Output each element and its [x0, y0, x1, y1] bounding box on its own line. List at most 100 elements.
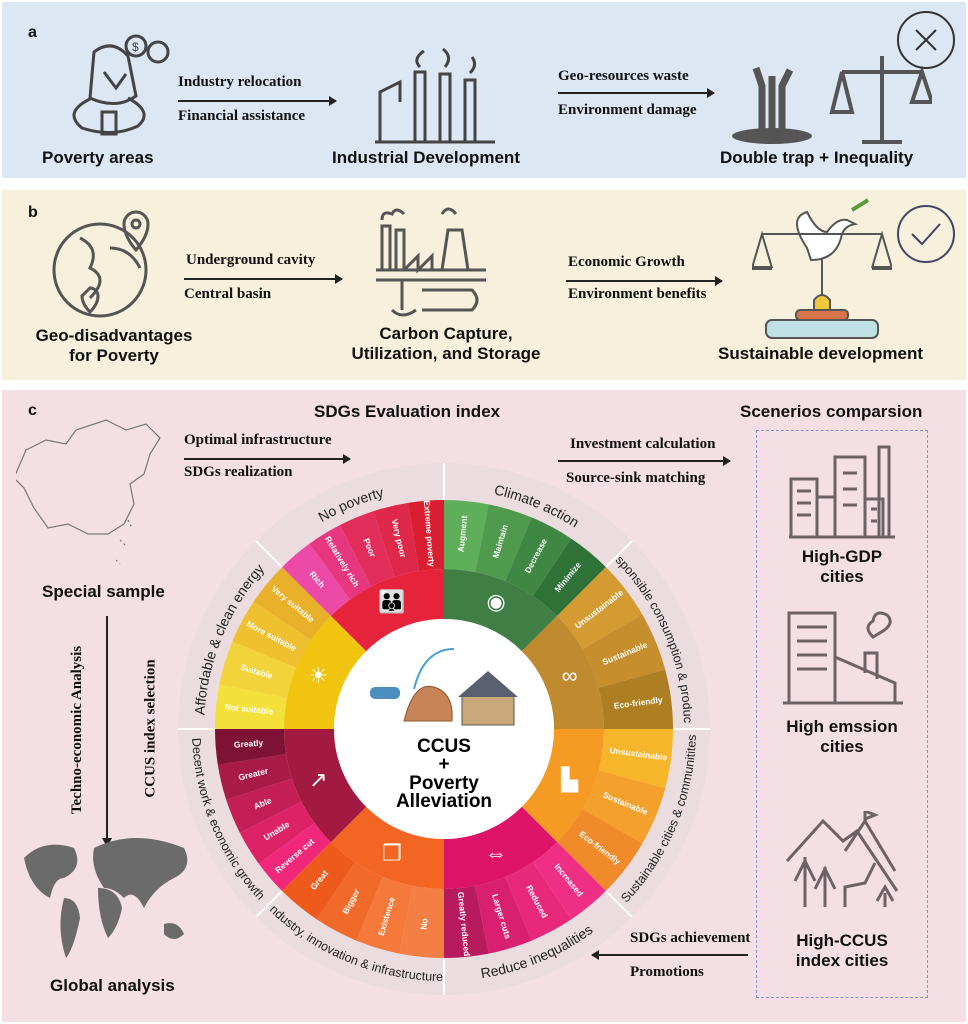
arrow-label: Economic Growth [568, 254, 685, 270]
arrow-label: Underground cavity [186, 252, 316, 268]
double-trap-label: Double trap + Inequality [720, 148, 914, 167]
sub-wedge [282, 543, 350, 616]
arrow-label: Financial assistance [178, 108, 306, 124]
caption-line: High emssion [786, 717, 898, 736]
arrow-right [558, 88, 715, 98]
sector-inner [444, 569, 558, 652]
wheel-center [334, 619, 554, 839]
sub-wedge [215, 729, 286, 765]
panel-a: a $ Poverty areas Industry relocation Fi… [2, 2, 966, 178]
sub-wedge [557, 567, 643, 649]
sub-wedge [598, 669, 673, 729]
sector-inner [444, 806, 558, 889]
panel-letter: c [28, 402, 37, 419]
trap-scales-icon [732, 56, 932, 144]
sdgs-index-title: SDGs Evaluation index [314, 402, 501, 421]
arrow-down [106, 616, 108, 840]
sub-wedge [475, 876, 532, 954]
sub-wedge [316, 862, 383, 941]
sub-wedge [532, 538, 606, 616]
factory-smoke-icon [375, 47, 495, 144]
arrow-label: Environment damage [558, 102, 697, 118]
sector-inner [330, 569, 444, 652]
sector-inner [284, 729, 367, 843]
sector-inner [330, 806, 444, 889]
sector-inner [521, 729, 604, 843]
sub-wedge [356, 876, 413, 954]
center-label: Poverty [409, 773, 479, 794]
industrial-development-label: Industrial Development [332, 148, 520, 167]
city-icon: ▙ [560, 766, 579, 793]
sector-divider [605, 890, 633, 918]
family-icon: 👪 [378, 589, 405, 614]
arrow-label: Investment calculation [570, 436, 716, 452]
ccus-illustration [370, 648, 518, 726]
sub-wedge [239, 801, 315, 864]
sector-divider [255, 890, 283, 918]
sub-wedge [373, 502, 419, 577]
sub-label: Not suitable [224, 702, 274, 717]
eye-globe-icon: ◉ [486, 589, 505, 614]
sub-wedge [505, 862, 572, 941]
arrow-label: SDGs achievement [630, 930, 751, 946]
sun-power-icon: ☀ [308, 663, 328, 688]
panel-letter: b [28, 204, 38, 221]
sector-divider [605, 540, 633, 568]
sub-label: Greatly [234, 737, 264, 749]
sub-label: No [419, 918, 430, 930]
special-sample-label: Special sample [42, 582, 165, 601]
caption-line: High-CCUS [796, 931, 888, 950]
center-label: Alleviation [396, 791, 492, 812]
sub-wedge [309, 524, 372, 600]
caption-line: cities [820, 567, 864, 586]
arrow-label: Source-sink matching [566, 470, 706, 486]
arrow-right [184, 454, 351, 464]
china-map-icon [16, 419, 161, 565]
sub-wedge [340, 511, 395, 587]
caption-line: for Poverty [69, 346, 159, 365]
caption-line: index cities [795, 951, 889, 970]
arrow-label: Central basin [184, 286, 272, 302]
global-analysis-label: Global analysis [50, 976, 175, 995]
sub-wedge [475, 504, 532, 582]
arrow-left [591, 950, 748, 960]
poverty-areas-label: Poverty areas [42, 148, 154, 167]
cubes-icon: ❒ [382, 840, 402, 865]
globe-pin-icon [52, 210, 150, 318]
sub-wedge [444, 885, 489, 958]
techno-economic-label: Techno-economic Analysis [69, 645, 85, 815]
sub-wedge [399, 885, 444, 958]
high-gdp-city-icon [789, 445, 895, 539]
sustainable-development-label: Sustainable development [718, 344, 923, 363]
ccus-index-selection-label: CCUS index selection [142, 659, 159, 798]
ccus-plant-icon [376, 207, 486, 317]
sector-inner [284, 615, 367, 729]
sub-wedge [505, 517, 572, 596]
ccus-label: Carbon Capture,Utilization, and Storage [346, 324, 546, 364]
sub-wedge [253, 567, 331, 641]
caption-line: Utilization, and Storage [351, 344, 541, 363]
sector-divider [255, 540, 283, 568]
arrow-label: Industry relocation [178, 74, 302, 90]
sub-wedge [232, 601, 311, 668]
caption-line: High-GDP [801, 547, 883, 566]
arrow-label: Environment benefits [568, 286, 707, 302]
sub-wedge [582, 770, 666, 844]
scenarios-title: Scenerios comparsion [740, 402, 923, 421]
sub-wedge [282, 842, 356, 920]
mountains-trees-icon [785, 811, 899, 907]
sub-wedge [598, 729, 673, 789]
arrow-right [184, 274, 343, 284]
arrow-right [566, 276, 723, 286]
sub-wedge [444, 500, 489, 573]
poverty-person-icon: $ [72, 34, 170, 136]
svg-text:$: $ [132, 40, 139, 54]
x-circle-icon [897, 11, 955, 69]
caption-line: cities [820, 737, 864, 756]
sub-wedge [582, 614, 666, 688]
